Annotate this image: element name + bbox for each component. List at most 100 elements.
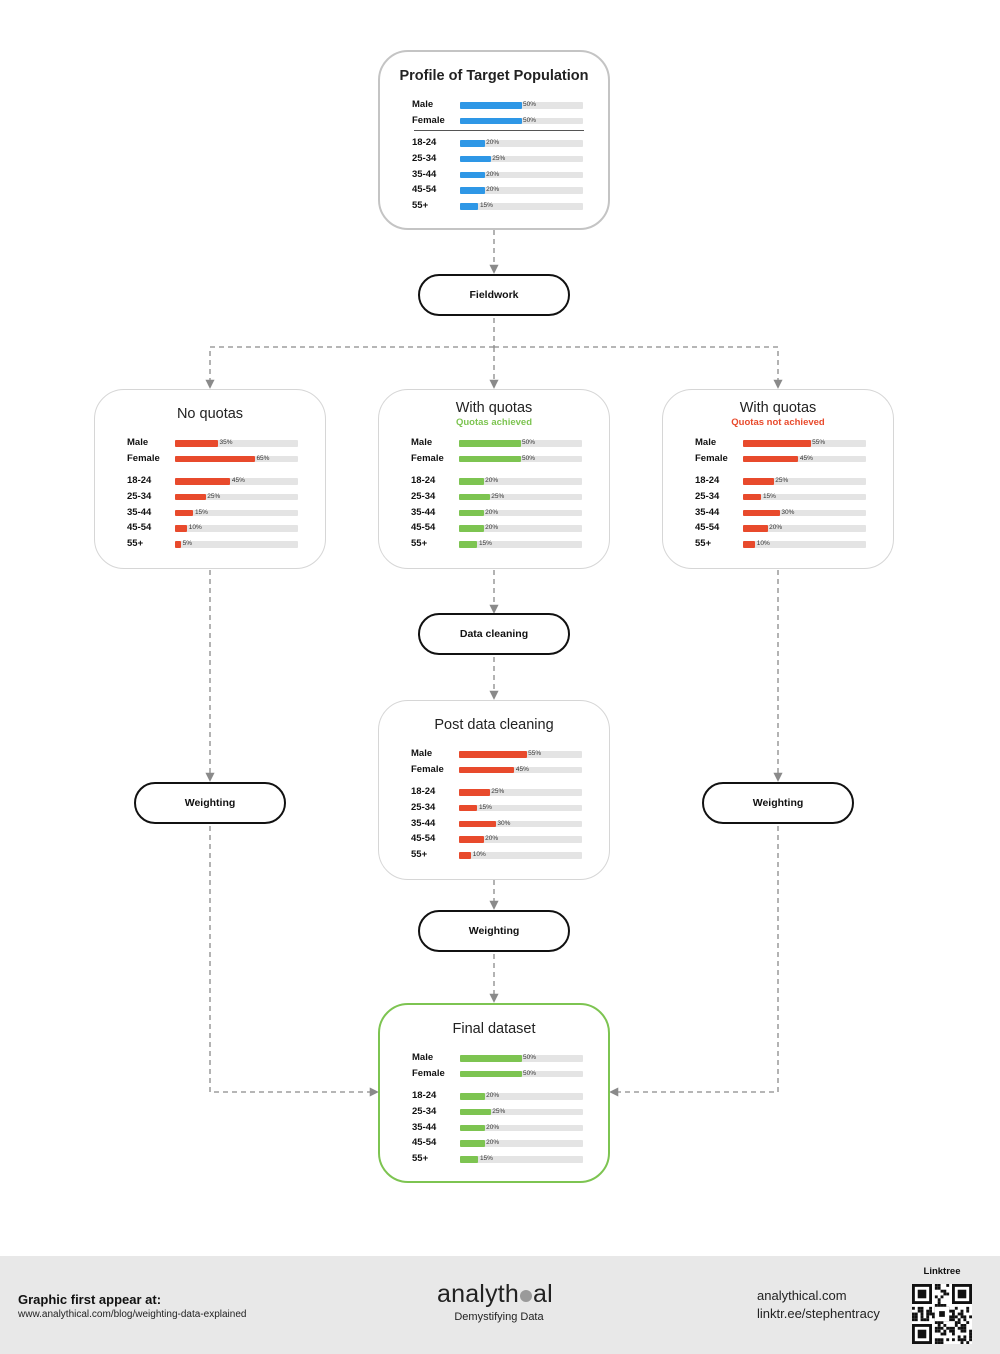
bar-value-label: 20% (486, 186, 500, 194)
bar-value-label: 15% (478, 540, 492, 548)
card-title: No quotas (176, 406, 244, 422)
bar-label: 25-34 (411, 490, 436, 502)
bar-track: 25% (460, 1108, 583, 1116)
bar-label: 45-54 (695, 522, 720, 534)
bar-value-label: 20% (486, 1123, 500, 1131)
bar-track: 15% (459, 803, 582, 812)
site-link[interactable]: analythical.com (757, 1288, 847, 1303)
bar-fill (743, 440, 811, 447)
bar-row: 25-34 25% (412, 1105, 588, 1121)
bar-value-label: 15% (478, 803, 492, 811)
bar-fill (459, 493, 490, 501)
bar-value-label: 15% (762, 492, 776, 500)
bar-label: 25-34 (695, 490, 720, 502)
bar-value-label: 35% (219, 439, 233, 446)
bar-fill (460, 171, 485, 179)
bar-value-label: 15% (479, 1155, 493, 1163)
bar-fill (459, 440, 521, 447)
bar-row: 25-34 15% (695, 490, 871, 506)
bar-value-label: 20% (769, 524, 783, 532)
bar-label: 35-44 (127, 506, 152, 518)
bar-track: 50% (459, 439, 582, 447)
bar-track: 5% (175, 541, 298, 548)
bar-value-label: 10% (188, 524, 202, 532)
bar-value-label: 50% (522, 454, 536, 462)
bar-label: 45-54 (411, 522, 436, 534)
bar-fill (460, 1124, 485, 1132)
bar-fill (460, 155, 491, 163)
bar-fill (460, 1108, 491, 1116)
bar-fill (459, 509, 484, 517)
bar-fill (460, 140, 485, 147)
bar-value-label: 25% (491, 492, 505, 500)
bar-value-label: 55% (812, 439, 826, 446)
bar-fill (743, 493, 762, 501)
bar-fill (459, 541, 478, 548)
bar-label: 35-44 (412, 168, 437, 180)
bar-fill (175, 525, 188, 532)
bar-row: 45-54 20% (695, 521, 871, 537)
bar-label: Female (412, 1067, 445, 1079)
bar-label: 55+ (411, 538, 428, 550)
qr-code-icon[interactable] (912, 1284, 972, 1344)
bar-fill (460, 1055, 522, 1062)
bar-track: 65% (175, 455, 298, 463)
card-title: With quotas (739, 400, 817, 416)
bar-value-label: 50% (523, 116, 537, 124)
bar-row: 25-34 25% (411, 490, 587, 506)
card-title: Profile of Target Population (399, 68, 589, 84)
bar-track: 25% (743, 478, 866, 485)
bar-label: 55+ (695, 538, 712, 550)
bar-fill (175, 478, 231, 485)
bar-track: 20% (459, 836, 582, 843)
bar-track: 45% (459, 766, 582, 774)
bar-row: 55+10% (411, 848, 587, 864)
bar-fill (743, 509, 780, 517)
weighting-step-right: Weighting (702, 782, 854, 824)
bar-label: Male (412, 1052, 434, 1063)
bar-track: 50% (459, 454, 582, 463)
bar-row: 55+5% (127, 537, 303, 553)
bar-label: 35-44 (695, 506, 720, 518)
bar-row: Male 50% (411, 436, 587, 452)
source-title: Graphic first appear at: (18, 1292, 162, 1307)
linktree-link[interactable]: linktr.ee/stephentracy (757, 1306, 880, 1321)
bar-fill (459, 455, 521, 463)
bar-track: 30% (459, 820, 582, 828)
bar-label: 35-44 (411, 506, 436, 518)
arrow-fieldwork-to-quotas-not-achieved (494, 346, 783, 389)
bar-label: Female (412, 114, 445, 126)
bar-label: 35-44 (412, 1121, 437, 1133)
bar-row: 35-44 20% (412, 1121, 588, 1137)
fieldwork-step: Fieldwork (418, 274, 570, 316)
bar-fill (743, 541, 756, 548)
bar-fill (459, 751, 527, 758)
bar-fill (175, 493, 206, 501)
bar-fill (459, 766, 515, 774)
footer: Graphic first appear at: www.analythical… (0, 1256, 1000, 1354)
bar-label: Male (411, 437, 433, 448)
bar-fill (460, 203, 479, 210)
bar-value-label: 25% (775, 477, 789, 485)
bar-label: 18-24 (127, 475, 152, 487)
bar-value-label: 25% (491, 788, 505, 796)
bar-track: 35% (175, 439, 298, 447)
bar-fill (459, 789, 490, 796)
bar-track: 20% (460, 171, 583, 179)
bar-label: 25-34 (412, 1105, 437, 1117)
bar-label: 18-24 (411, 475, 436, 487)
brand-dot-icon (520, 1290, 533, 1302)
source-url[interactable]: www.analythical.com/blog/weighting-data-… (18, 1309, 247, 1320)
